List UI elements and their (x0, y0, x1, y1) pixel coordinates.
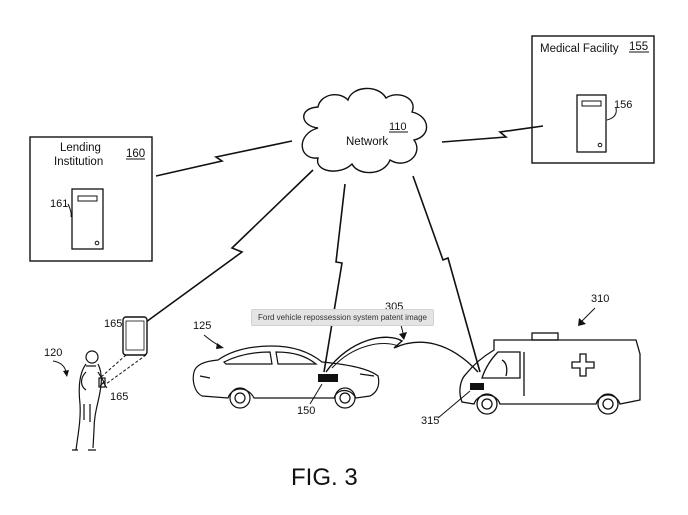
link-network-car (323, 183, 346, 373)
lending-label-line2: Institution (54, 156, 103, 168)
link-lending-network (155, 140, 293, 177)
medical-facility-ref: 155 (629, 41, 648, 53)
user-figure (72, 350, 106, 451)
network-label: Network (346, 136, 388, 148)
link-network-mobile (145, 169, 314, 323)
medical-server-icon (576, 94, 607, 153)
lending-ref: 160 (126, 148, 145, 160)
network-ref: 110 (389, 121, 407, 133)
user-ref: 120 (44, 347, 62, 359)
link-network-ambulance (412, 175, 481, 373)
lending-server-ref: 161 (50, 198, 68, 210)
network-cloud: Network 110 (301, 87, 428, 174)
mobile-ref-top: 165 (104, 318, 122, 330)
medical-facility-label: Medical Facility (540, 43, 619, 55)
car-ref: 125 (193, 320, 211, 332)
ambulance-telematics-module (470, 383, 484, 390)
figure-caption: FIG. 3 (291, 464, 358, 491)
ambulance (459, 332, 641, 415)
mobile-device: 165 165 (99, 316, 148, 403)
ambulance-ref: 310 (591, 293, 609, 305)
car-module-ref: 150 (297, 405, 315, 417)
image-tooltip: Ford vehicle repossession system patent … (251, 309, 434, 326)
car-telematics-module (318, 374, 338, 382)
car (192, 345, 380, 409)
medical-facility-node: Medical Facility 155 156 (531, 35, 655, 164)
link-network-medical (441, 125, 544, 143)
lending-institution-node: Lending Institution 160 161 (29, 136, 153, 262)
mobile-ref-bottom: 165 (110, 391, 128, 403)
ambulance-module-ref: 315 (421, 415, 439, 427)
medical-server-ref: 156 (614, 99, 632, 111)
lending-label-line1: Lending (60, 142, 101, 154)
lending-server-icon (71, 188, 104, 250)
